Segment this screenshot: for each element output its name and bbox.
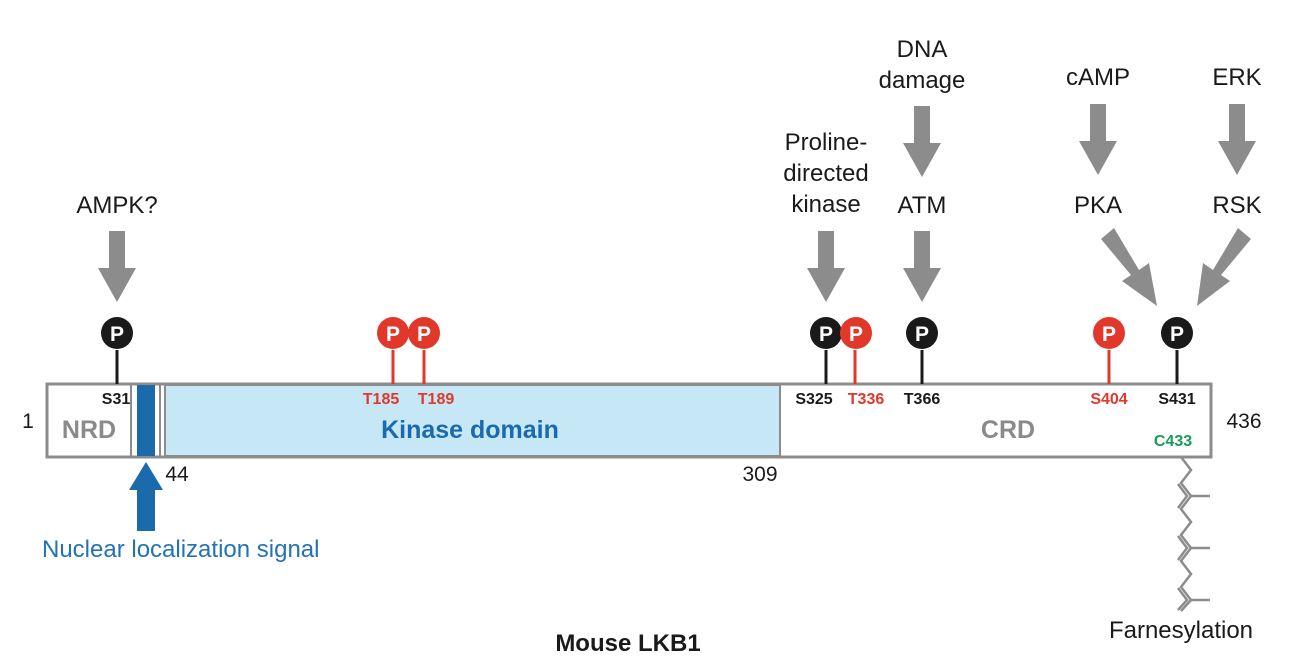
phospho-symbol: P <box>417 323 431 346</box>
nrd-label: NRD <box>62 416 116 444</box>
phospho-symbol: P <box>849 323 863 346</box>
dna-label-line2: damage <box>879 67 966 94</box>
nls-segment <box>137 385 155 456</box>
farnesyl-zigzag-inner <box>1177 535 1189 561</box>
proline-label-line1: Proline- <box>785 129 868 156</box>
camp-down-arrow <box>1079 104 1117 175</box>
rsk-label: RSK <box>1212 192 1261 219</box>
site-label: T336 <box>848 391 885 408</box>
pka-diagonal-arrow <box>1101 228 1157 306</box>
position-kinase-start: 44 <box>165 463 189 486</box>
site-label: T189 <box>418 391 455 408</box>
position-kinase-end: 309 <box>742 463 777 486</box>
phospho-site-s31: P S31 <box>101 317 133 408</box>
atm-down-arrow <box>903 231 941 302</box>
erk-down-arrow <box>1218 104 1256 175</box>
dna-down-arrow <box>903 106 941 177</box>
kinase-domain-box <box>164 384 781 457</box>
site-label: S431 <box>1158 391 1195 408</box>
phospho-circle <box>810 317 842 349</box>
phospho-symbol: P <box>110 323 124 346</box>
phospho-circle <box>377 317 409 349</box>
phospho-circle <box>101 317 133 349</box>
phospho-site-s325: P S325 <box>795 317 842 408</box>
phospho-symbol: P <box>386 323 400 346</box>
phospho-site-t336: P T336 <box>840 317 884 408</box>
phospho-circle <box>840 317 872 349</box>
proline-label-line3: kinase <box>791 191 860 218</box>
phospho-symbol: P <box>1170 323 1184 346</box>
proline-label-line2: directed <box>783 160 868 187</box>
camp-label: cAMP <box>1066 64 1130 91</box>
farnesylation-label: Farnesylation <box>1109 617 1253 644</box>
figure-title: Mouse LKB1 <box>555 630 700 657</box>
farnesyl-chain <box>1177 456 1210 612</box>
farnesyl-zigzag-inner <box>1177 587 1189 611</box>
site-label: S404 <box>1090 391 1127 408</box>
position-start: 1 <box>22 410 34 433</box>
proline-down-arrow <box>807 231 845 302</box>
crd-label: CRD <box>981 416 1035 444</box>
phospho-circle <box>906 317 938 349</box>
farnesyl-zigzag <box>1179 456 1193 612</box>
site-label: T366 <box>904 391 941 408</box>
site-label: S325 <box>795 391 832 408</box>
phospho-site-t185: P T185 <box>363 317 409 408</box>
phospho-site-t366: P T366 <box>904 317 941 408</box>
site-label: S31 <box>102 391 131 408</box>
phospho-circle <box>1161 317 1193 349</box>
kinase-domain-label: Kinase domain <box>381 416 559 444</box>
site-label: T185 <box>363 391 400 408</box>
phospho-symbol: P <box>819 323 833 346</box>
phospho-circle <box>408 317 440 349</box>
position-end: 436 <box>1226 410 1261 433</box>
phospho-site-t189: P T189 <box>408 317 454 408</box>
dna-label-line1: DNA <box>897 36 948 63</box>
erk-label: ERK <box>1212 64 1261 91</box>
nls-up-arrow <box>129 462 163 531</box>
phospho-symbol: P <box>1102 323 1116 346</box>
protein-bar <box>45 382 1213 459</box>
rsk-diagonal-arrow <box>1197 228 1251 306</box>
pka-label: PKA <box>1074 192 1122 219</box>
nls-label: Nuclear localization signal <box>42 536 319 563</box>
farnesyl-site-label: C433 <box>1154 433 1192 450</box>
atm-label: ATM <box>898 192 947 219</box>
phospho-circle <box>1093 317 1125 349</box>
farnesyl-zigzag-inner <box>1177 483 1189 509</box>
phospho-site-s404: P S404 <box>1090 317 1128 408</box>
phospho-site-s431: P S431 <box>1158 317 1196 408</box>
ampk-label: AMPK? <box>76 192 157 219</box>
ampk-down-arrow <box>98 231 136 302</box>
phospho-symbol: P <box>915 323 929 346</box>
